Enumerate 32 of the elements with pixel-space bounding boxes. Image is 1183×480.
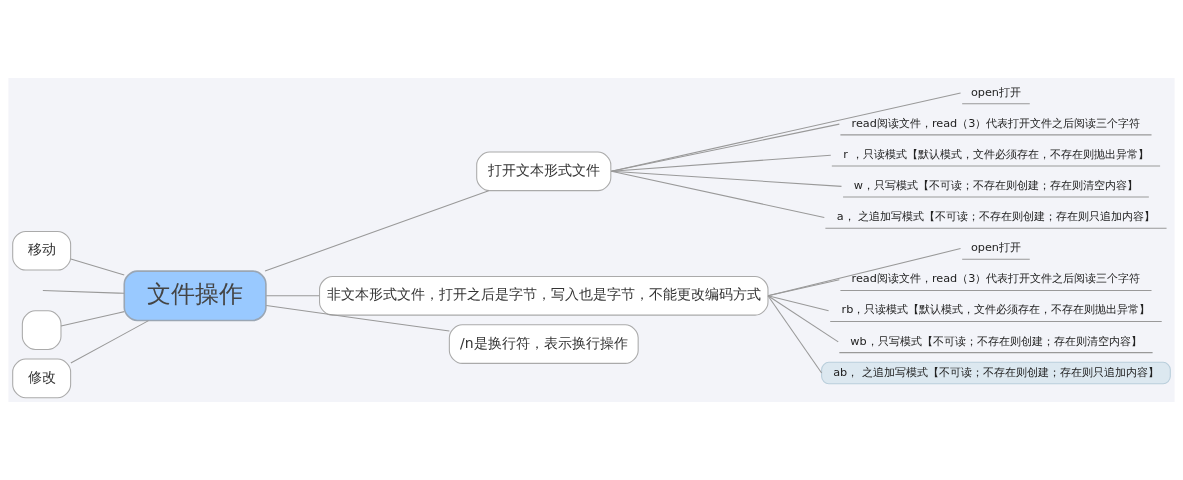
node-text: read阅读文件，read（3）代表打开文件之后阅读三个字符	[851, 272, 1141, 286]
connector	[767, 279, 840, 297]
node-text: wb，只写模式【不可读；不存在则创建；存在则清空内容】	[850, 334, 1142, 348]
node-text: open打开	[970, 85, 1021, 99]
node-box: /n是换行符，表示换行操作	[448, 324, 639, 364]
connector	[610, 92, 962, 172]
connector	[42, 289, 125, 294]
connector	[60, 311, 125, 327]
connector	[70, 258, 125, 276]
connector	[767, 295, 823, 374]
connector	[610, 123, 840, 172]
connector	[70, 320, 150, 364]
node-box	[21, 310, 62, 350]
node-text: a， 之追加写模式【不可读；不存在则创建；存在则只追加内容】	[836, 210, 1156, 224]
connector	[610, 170, 825, 218]
node-box: 打开文本形式文件	[476, 151, 612, 192]
connector	[264, 190, 490, 272]
node-box: 文件操作	[123, 270, 267, 322]
node-text: rb，只读模式【默认模式，文件必须存在，不存在则抛出异常】	[841, 303, 1151, 317]
connector	[265, 295, 320, 297]
node-text: open打开	[970, 241, 1021, 255]
node-box: 移动	[12, 230, 72, 271]
connector	[767, 295, 839, 343]
connector	[265, 305, 450, 332]
node-box: ab， 之追加写模式【不可读；不存在则创建；存在则只追加内容】	[821, 361, 1171, 385]
node-text: read阅读文件，read（3）代表打开文件之后阅读三个字符	[851, 116, 1141, 130]
node-text: r ，只读模式【默认模式，文件必须存在，不存在则抛出异常】	[843, 147, 1149, 161]
node-text: w，只写模式【不可读；不存在则创建；存在则清空内容】	[853, 178, 1139, 192]
connector	[767, 295, 830, 312]
node-box: 修改	[12, 358, 72, 399]
node-box: 非文本形式文件，打开之后是字节，写入也是字节，不能更改编码方式	[319, 275, 769, 316]
connector	[767, 248, 962, 297]
